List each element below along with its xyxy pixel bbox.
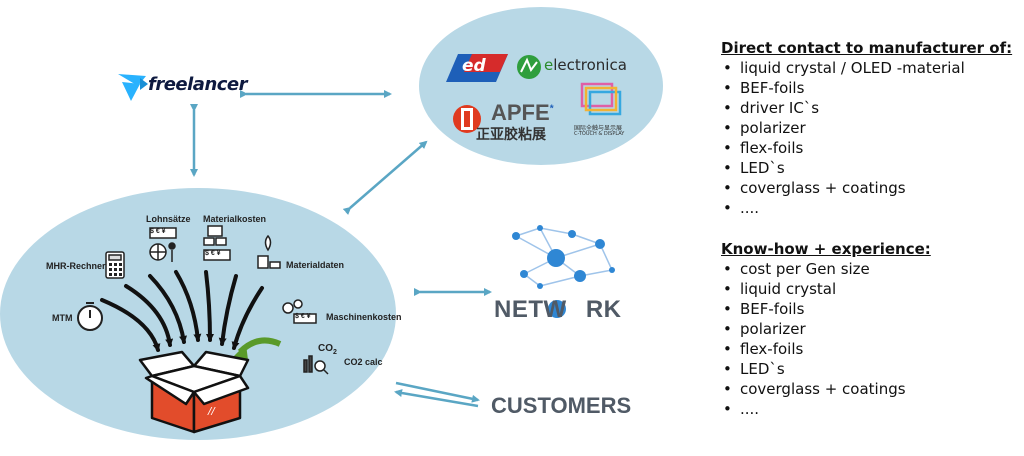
- label-co2-calc: CO2 calc: [344, 357, 383, 367]
- network-graph-icon: [512, 225, 615, 289]
- stopwatch-icon: [77, 302, 103, 331]
- list-item: cost per Gen size: [721, 259, 931, 279]
- label-mhr-rechner: MHR-Rechner: [46, 261, 106, 271]
- wage-rates-icon: [149, 227, 177, 262]
- list-item: liquid crystal: [721, 279, 931, 299]
- list-item: flex-foils: [721, 138, 1012, 158]
- knowhow-title: Know-how + experience:: [721, 240, 931, 258]
- co2-icon-text: CO2: [318, 343, 337, 356]
- co2-icon-subscript: 2: [333, 349, 337, 356]
- list-item: coverglass + coatings: [721, 178, 1012, 198]
- list-item: ....: [721, 399, 931, 419]
- material-currency-text: $ € ¥: [205, 250, 221, 257]
- co2-icon: [303, 355, 329, 375]
- list-item: liquid crystal / OLED -material: [721, 58, 1012, 78]
- co2-icon-letters: CO: [318, 343, 333, 354]
- label-materialdaten: Materialdaten: [286, 260, 345, 270]
- list-item: LED`s: [721, 359, 931, 379]
- list-item: flex-foils: [721, 339, 931, 359]
- direct-contact-section: Direct contact to manufacturer of: liqui…: [721, 38, 1012, 218]
- ed-logo: [446, 54, 508, 82]
- machine-costs-icon: [282, 299, 317, 324]
- material-costs-icon: [203, 225, 231, 261]
- apfe-name: APFE: [491, 100, 550, 125]
- network-label-end: RK: [585, 296, 622, 323]
- ctouch-english-text: C-TOUCH & DISPLAY: [574, 131, 625, 137]
- apfe-logo-text: APFE*: [491, 100, 554, 126]
- ed-logo-text: ed: [462, 56, 486, 76]
- knowhow-list: cost per Gen size liquid crystal BEF-foi…: [721, 259, 931, 419]
- direct-contact-title: Direct contact to manufacturer of:: [721, 39, 1013, 57]
- machine-currency-text: $ € ¥: [295, 313, 311, 320]
- label-mtm: MTM: [52, 313, 73, 323]
- freelancer-bird-icon: [118, 74, 148, 101]
- freelancer-logo-text: freelancer: [148, 74, 248, 95]
- network-label: NETWORK: [494, 296, 622, 324]
- funnel-arrows: [100, 270, 264, 352]
- label-materialkosten: Materialkosten: [203, 214, 267, 224]
- network-label-o: O: [567, 296, 586, 323]
- network-o-node: [548, 300, 566, 318]
- ctouch-chinese-text: 国际全触与显示展: [574, 125, 623, 132]
- apfe-logo-icon: [453, 105, 481, 133]
- box-mark: //: [207, 406, 216, 417]
- list-item: BEF-foils: [721, 78, 1012, 98]
- apfe-chinese-text: 正亚胶粘展: [476, 127, 546, 143]
- ctouch-logo-icon: [580, 82, 622, 116]
- tools-ellipse: [0, 188, 396, 440]
- list-item: polarizer: [721, 118, 1012, 138]
- direct-contact-list: liquid crystal / OLED -material BEF-foil…: [721, 58, 1012, 218]
- wage-currency-text: $ € ¥: [150, 228, 166, 235]
- list-item: BEF-foils: [721, 299, 931, 319]
- network-label-start: NETW: [494, 296, 567, 323]
- list-item: LED`s: [721, 158, 1012, 178]
- electronica-logo-text: electronica: [544, 56, 627, 74]
- list-item: coverglass + coatings: [721, 379, 931, 399]
- label-maschinenkosten: Maschinenkosten: [326, 312, 402, 322]
- list-item: driver IC`s: [721, 98, 1012, 118]
- material-data-icon: [257, 234, 281, 269]
- connector-arrows: [190, 90, 492, 408]
- electronica-rest: lectronica: [553, 56, 627, 74]
- knowhow-section: Know-how + experience: cost per Gen size…: [721, 239, 931, 419]
- calculator-icon: [105, 251, 125, 279]
- open-box-icon: [138, 350, 250, 434]
- list-item: polarizer: [721, 319, 931, 339]
- apfe-star: *: [549, 103, 554, 115]
- label-lohnsaetze: Lohnsätze: [146, 214, 191, 224]
- list-item: ....: [721, 198, 1012, 218]
- trade-fair-ellipse: [419, 7, 663, 165]
- electronica-first-letter: e: [544, 56, 554, 74]
- customers-label: CUSTOMERS: [491, 393, 632, 418]
- electronica-icon: [517, 55, 541, 79]
